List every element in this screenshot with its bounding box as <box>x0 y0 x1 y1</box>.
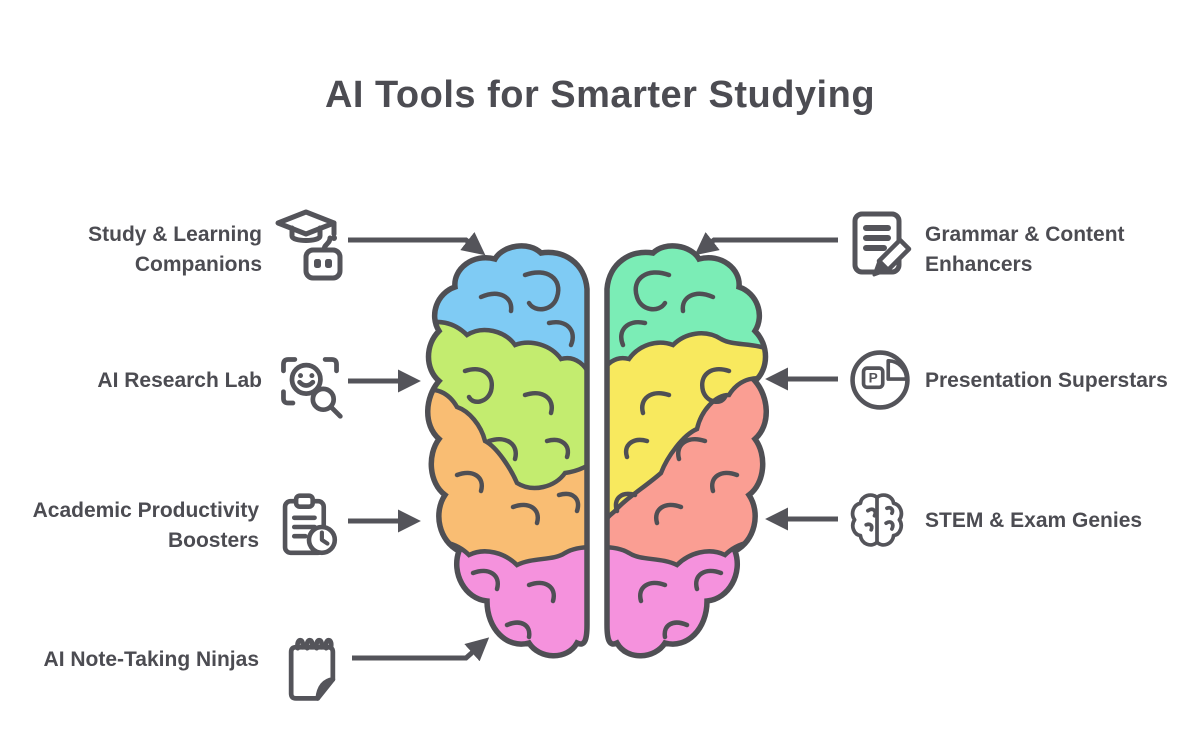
category-label-academic-productivity: Academic Productivity Boosters <box>32 499 259 552</box>
category-label-study-learning: Study & Learning Companions <box>88 223 262 276</box>
presentation-pie-chart-icon: P <box>850 350 910 410</box>
spiral-notepad-icon <box>288 637 336 701</box>
arrow-note-taking <box>352 637 490 662</box>
arrow-study-learning <box>348 232 486 256</box>
document-pencil-icon <box>852 211 912 277</box>
presentation-letter: P <box>869 371 878 386</box>
graduation-cap-robot-icon <box>275 209 343 281</box>
category-label-note-taking: AI Note-Taking Ninjas <box>43 648 259 671</box>
category-label-presentation: Presentation Superstars <box>925 369 1168 392</box>
face-scan-magnifier-icon <box>281 357 343 419</box>
category-label-research-lab: AI Research Lab <box>97 369 262 392</box>
left-hemisphere <box>417 233 609 703</box>
right-hemisphere <box>585 233 777 703</box>
clipboard-clock-icon <box>282 493 338 556</box>
brain-illustration <box>429 243 771 663</box>
arrow-grammar-content <box>694 232 838 256</box>
category-label-stem-exam: STEM & Exam Genies <box>925 509 1143 532</box>
brain-icon <box>850 493 904 547</box>
page-title: AI Tools for Smarter Studying <box>324 74 876 116</box>
category-label-grammar-content: Grammar & Content Enhancers <box>925 223 1125 276</box>
